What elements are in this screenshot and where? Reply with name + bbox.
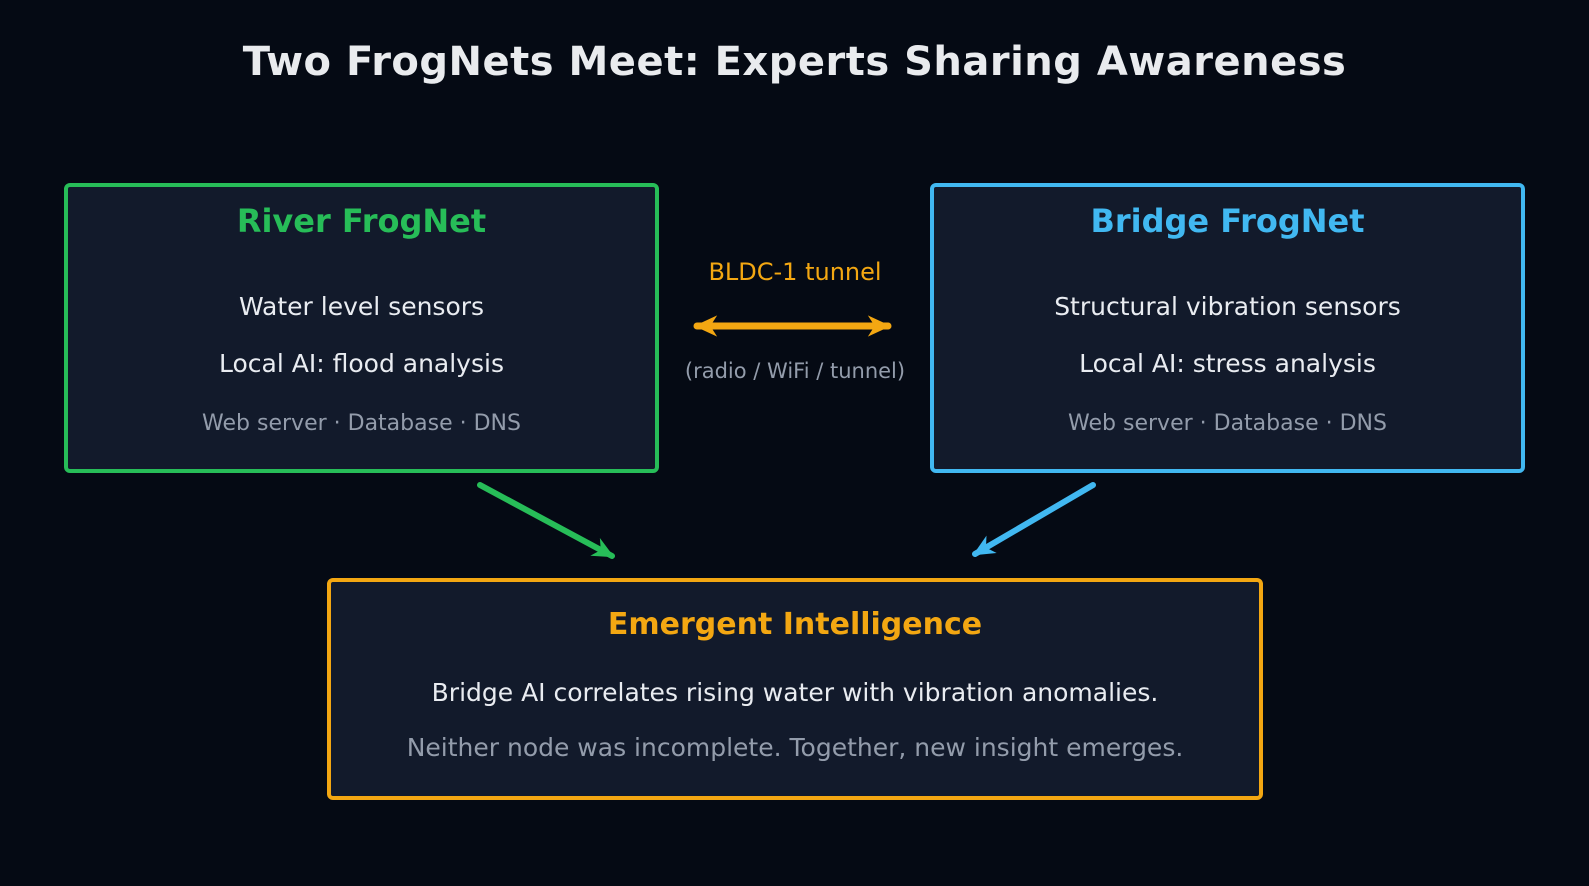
river-frognet-services: Web server · Database · DNS <box>202 411 521 436</box>
emergent-intelligence-box: Emergent Intelligence Bridge AI correlat… <box>327 578 1263 800</box>
river-to-emergent-arrow <box>477 482 615 559</box>
river-frognet-ai: Local AI: flood analysis <box>219 349 504 378</box>
bridge-frognet-box: Bridge FrogNet Structural vibration sens… <box>930 183 1525 473</box>
bridge-to-emergent-arrow <box>972 482 1096 557</box>
tunnel-label: BLDC-1 tunnel <box>708 258 882 286</box>
river-frognet-sensors: Water level sensors <box>238 292 485 321</box>
river-frognet-title: River FrogNet <box>236 202 487 240</box>
diagram-title: Two FrogNets Meet: Experts Sharing Aware… <box>242 39 1347 85</box>
bridge-frognet-ai: Local AI: stress analysis <box>1079 349 1376 378</box>
river-frognet-box: River FrogNet Water level sensors Local … <box>64 183 659 473</box>
emergent-intelligence-title: Emergent Intelligence <box>607 607 983 642</box>
bridge-frognet-title: Bridge FrogNet <box>1090 202 1365 240</box>
bridge-frognet-sensors: Structural vibration sensors <box>1054 292 1401 321</box>
tunnel-sublabel: (radio / WiFi / tunnel) <box>684 359 906 383</box>
emergent-intelligence-insight: Bridge AI correlates rising water with v… <box>431 678 1159 707</box>
emergent-intelligence-note: Neither node was incomplete. Together, n… <box>406 733 1184 762</box>
bridge-frognet-services: Web server · Database · DNS <box>1068 411 1387 436</box>
